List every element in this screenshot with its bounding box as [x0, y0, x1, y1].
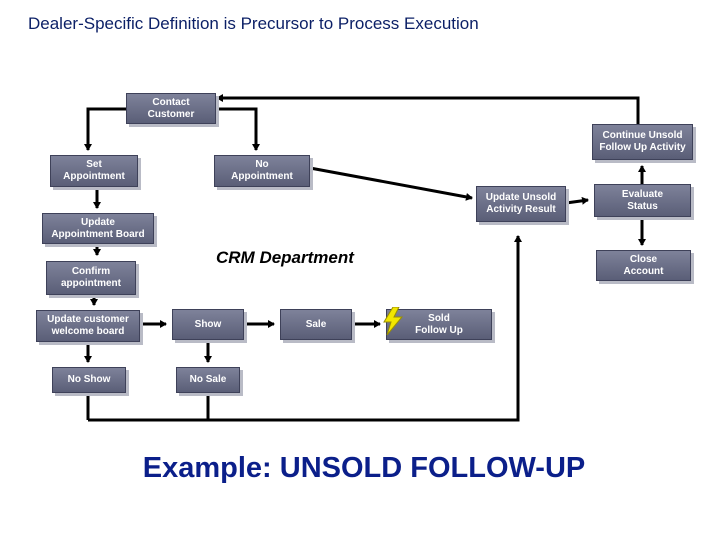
page-title: Dealer-Specific Definition is Precursor … — [28, 14, 479, 33]
set-appointment-node[interactable]: Set Appointment — [50, 155, 138, 187]
edge-bottom-return — [88, 235, 522, 422]
edge-contact-to-set — [84, 107, 126, 151]
no-show-node[interactable]: No Show — [52, 367, 126, 393]
show-node[interactable]: Show — [172, 309, 244, 340]
edge-continue-to-contact-loop — [216, 94, 640, 124]
update-appointment-board-node[interactable]: Update Appointment Board — [42, 213, 154, 244]
edge-no-appointment-to-update-unsold — [309, 166, 473, 201]
update-unsold-activity-node[interactable]: Update Unsold Activity Result — [476, 186, 566, 222]
edge-contact-to-no-appointment — [216, 107, 260, 151]
department-label: CRM Department — [216, 248, 354, 267]
sold-follow-up-node[interactable]: Sold Follow Up — [386, 309, 492, 340]
update-welcome-board-node[interactable]: Update customer welcome board — [36, 310, 140, 342]
confirm-appointment-node[interactable]: Confirm appointment — [46, 261, 136, 295]
continue-unsold-follow-up-node[interactable]: Continue Unsold Follow Up Activity — [592, 124, 693, 160]
evaluate-status-node[interactable]: Evaluate Status — [594, 184, 691, 217]
edge-update-unsold-to-evaluate — [565, 196, 589, 205]
no-appointment-node[interactable]: No Appointment — [214, 155, 310, 187]
close-account-node[interactable]: Close Account — [596, 250, 691, 281]
contact-customer-node[interactable]: Contact Customer — [126, 93, 216, 124]
example-caption: Example: UNSOLD FOLLOW-UP — [142, 452, 586, 484]
lightning-bolt-icon — [383, 307, 404, 335]
no-sale-node[interactable]: No Sale — [176, 367, 240, 393]
sale-node[interactable]: Sale — [280, 309, 352, 340]
